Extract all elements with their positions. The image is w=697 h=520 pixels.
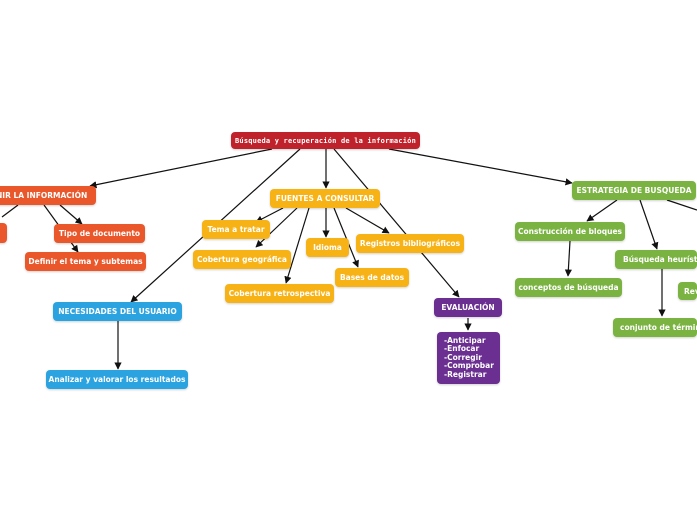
node-definir-left-partial[interactable] [0, 223, 7, 243]
node-registros-bibliograficos[interactable]: Registros bibliográficos [356, 234, 464, 253]
node-necesidades-usuario[interactable]: NECESIDADES DEL USUARIO [53, 302, 182, 321]
edge-fuentes-bases [333, 207, 359, 268]
node-bases-datos[interactable]: Bases de datos [335, 268, 409, 287]
node-analizar-resultados[interactable]: Analizar y valorar los resultados [46, 370, 188, 389]
edge-root-definir [89, 148, 273, 189]
node-cobertura-retrospectiva[interactable]: Cobertura retrospectiva [225, 284, 334, 303]
edge-fuentes-retrospectiva [284, 207, 310, 284]
node-conceptos-busqueda[interactable]: conceptos de búsqueda [515, 278, 622, 297]
edge-definir-tipo [59, 204, 83, 225]
node-idioma[interactable]: Idioma [306, 238, 349, 257]
edge-estrategia-construccion [586, 199, 618, 222]
edge-fuentes-geografica [255, 207, 298, 248]
evaluacion-item-registrar: -Registrar [444, 369, 487, 379]
node-conjunto-terminos[interactable]: conjunto de términos [613, 318, 697, 337]
edge-estrategia-right [666, 199, 697, 211]
evaluacion-item-corregir: -Corregir [444, 352, 482, 362]
node-definir-informacion[interactable]: DEFINIR LA INFORMACIÓN [0, 186, 96, 205]
node-definir-tema[interactable]: Definir el tema y subtemas [25, 252, 146, 271]
node-busqueda-heuristica[interactable]: Búsqueda heurística [615, 250, 697, 269]
node-cobertura-geografica[interactable]: Cobertura geográfica [193, 250, 291, 269]
node-tema-tratar[interactable]: Tema a tratar [202, 220, 270, 239]
evaluacion-item-comprobar: -Comprobar [444, 361, 494, 371]
edge-construccion-conceptos [564, 240, 572, 277]
evaluacion-item-anticipar: -Anticipar [444, 335, 486, 345]
node-tipo-documento[interactable]: Tipo de documento [54, 224, 145, 243]
edge-root-evaluacion [333, 148, 460, 298]
edge-fuentes-tema [255, 207, 284, 223]
node-evaluacion-items[interactable]: -Anticipar -Enfocar -Corregir -Comprobar… [437, 332, 500, 384]
edge-fuentes-registros [345, 207, 390, 234]
edge-root-estrategia [388, 148, 573, 186]
node-construccion-bloques[interactable]: Construcción de bloques [515, 222, 625, 241]
edge-definir-left [1, 204, 19, 218]
evaluacion-item-enfocar: -Enfocar [444, 344, 480, 354]
node-rev[interactable]: Rev [678, 282, 697, 300]
node-estrategia-busqueda[interactable]: ESTRATEGIA DE BUSQUEDA [572, 181, 696, 200]
node-fuentes-consultar[interactable]: FUENTES A CONSULTAR [270, 189, 380, 208]
edge-estrategia-heuristica [639, 199, 659, 250]
node-root[interactable]: Búsqueda y recuperación de la informació… [231, 132, 420, 149]
node-evaluacion[interactable]: EVALUACIÓN [434, 298, 502, 317]
